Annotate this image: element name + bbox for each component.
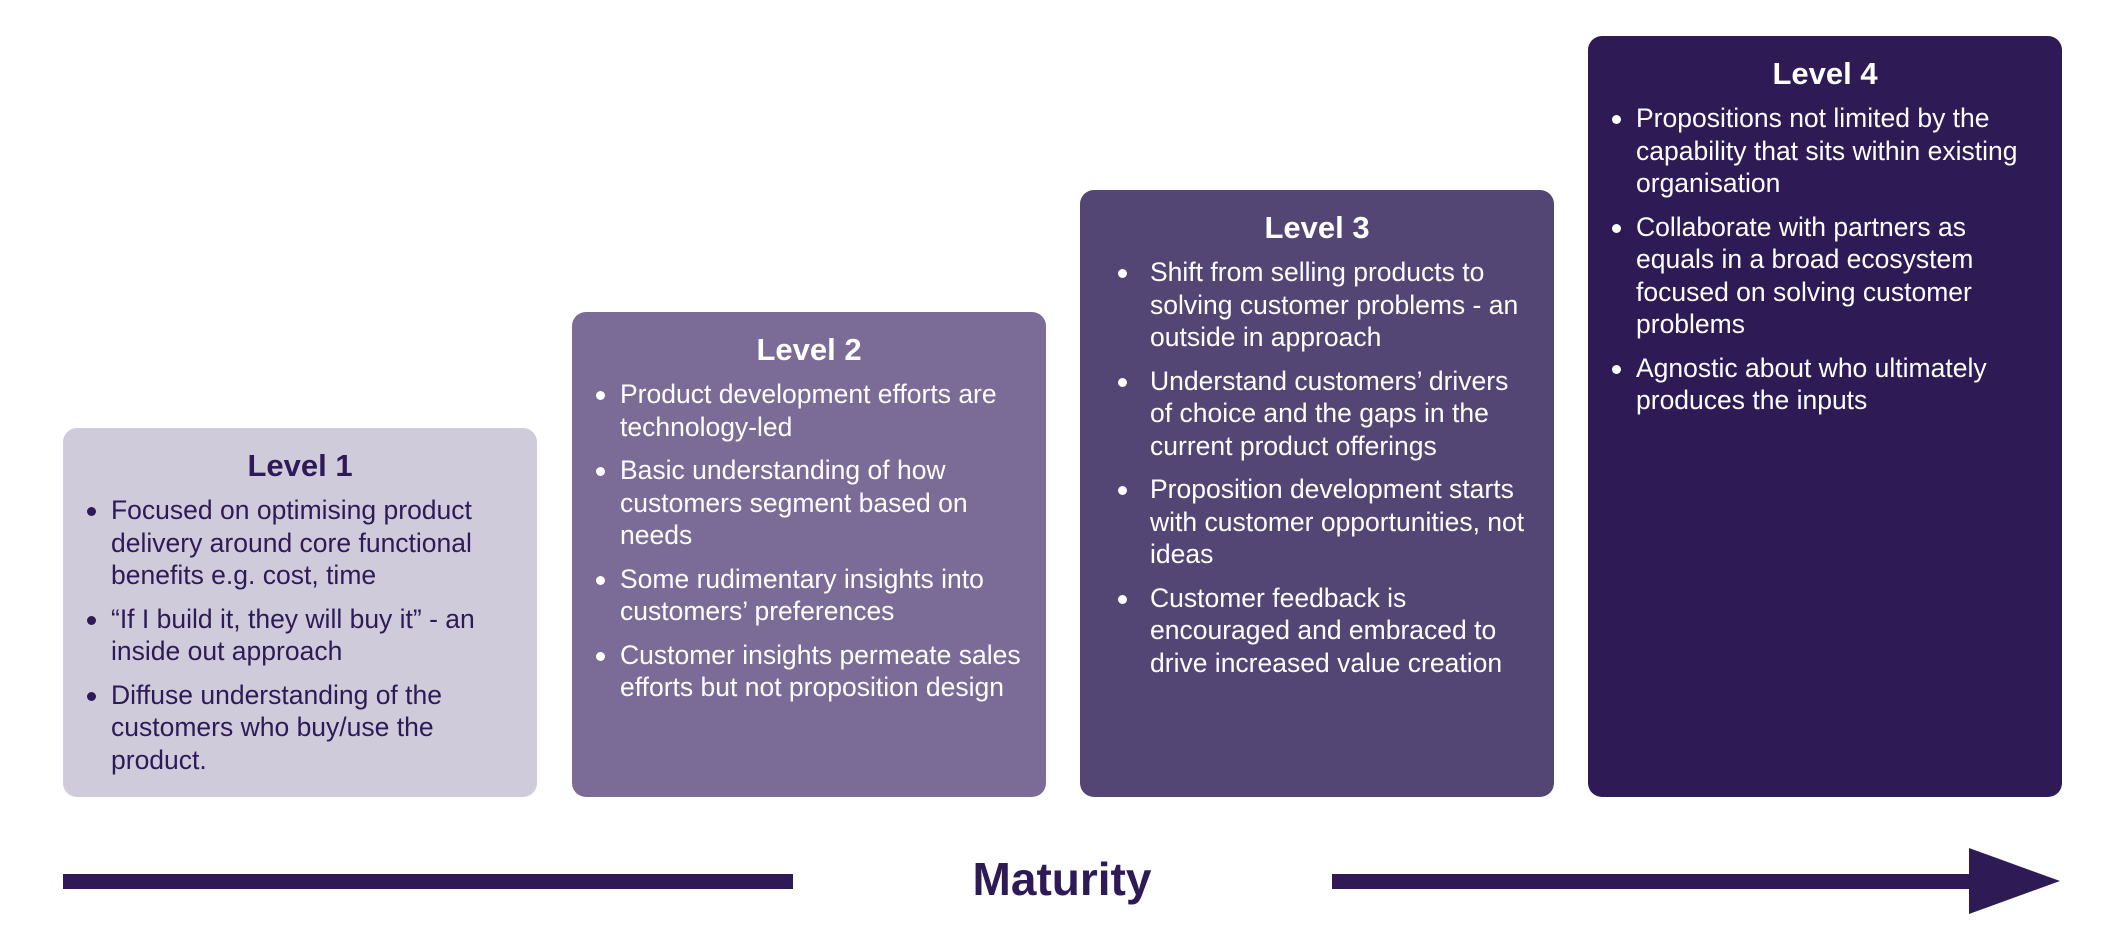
level-2-bullet: Product development efforts are technolo… xyxy=(596,378,1022,443)
level-4-box: Level 4 Propositions not limited by the … xyxy=(1588,36,2062,797)
level-2-bullet: Basic understanding of how customers seg… xyxy=(596,454,1022,552)
maturity-axis-line-left xyxy=(63,874,793,889)
level-2-bullet: Some rudimentary insights into customers… xyxy=(596,563,1022,628)
level-2-bullet: Customer insights permeate sales efforts… xyxy=(596,639,1022,704)
level-3-box: Level 3 Shift from selling products to s… xyxy=(1080,190,1554,797)
level-1-title: Level 1 xyxy=(247,448,353,483)
level-3-bullet-list: Shift from selling products to solving c… xyxy=(1104,256,1530,679)
level-1-bullet: “If I build it, they will buy it” - an i… xyxy=(87,603,513,668)
level-3-bullet: Shift from selling products to solving c… xyxy=(1104,256,1530,354)
maturity-axis-label: Maturity xyxy=(972,853,1152,905)
level-4-bullet: Propositions not limited by the capabili… xyxy=(1612,102,2038,200)
level-1-box: Level 1 Focused on optimising product de… xyxy=(63,428,537,797)
level-1-bullet: Diffuse understanding of the customers w… xyxy=(87,679,513,777)
arrow-right-icon xyxy=(1969,848,2060,914)
level-1-bullet-list: Focused on optimising product delivery a… xyxy=(87,494,513,776)
level-1-bullet: Focused on optimising product delivery a… xyxy=(87,494,513,592)
level-2-title: Level 2 xyxy=(756,332,862,367)
level-3-bullet: Proposition development starts with cust… xyxy=(1104,473,1530,571)
level-2-box: Level 2 Product development efforts are … xyxy=(572,312,1046,797)
level-4-bullet: Collaborate with partners as equals in a… xyxy=(1612,211,2038,341)
level-2-bullet-list: Product development efforts are technolo… xyxy=(596,378,1022,704)
level-4-bullet: Agnostic about who ultimately produces t… xyxy=(1612,352,2038,417)
level-4-title: Level 4 xyxy=(1772,56,1878,91)
level-3-bullet: Customer feedback is encouraged and embr… xyxy=(1104,582,1530,680)
level-4-bullet-list: Propositions not limited by the capabili… xyxy=(1612,102,2038,417)
maturity-axis-line-right xyxy=(1332,874,1977,889)
level-3-title: Level 3 xyxy=(1264,210,1370,245)
level-3-bullet: Understand customers’ drivers of choice … xyxy=(1104,365,1530,463)
